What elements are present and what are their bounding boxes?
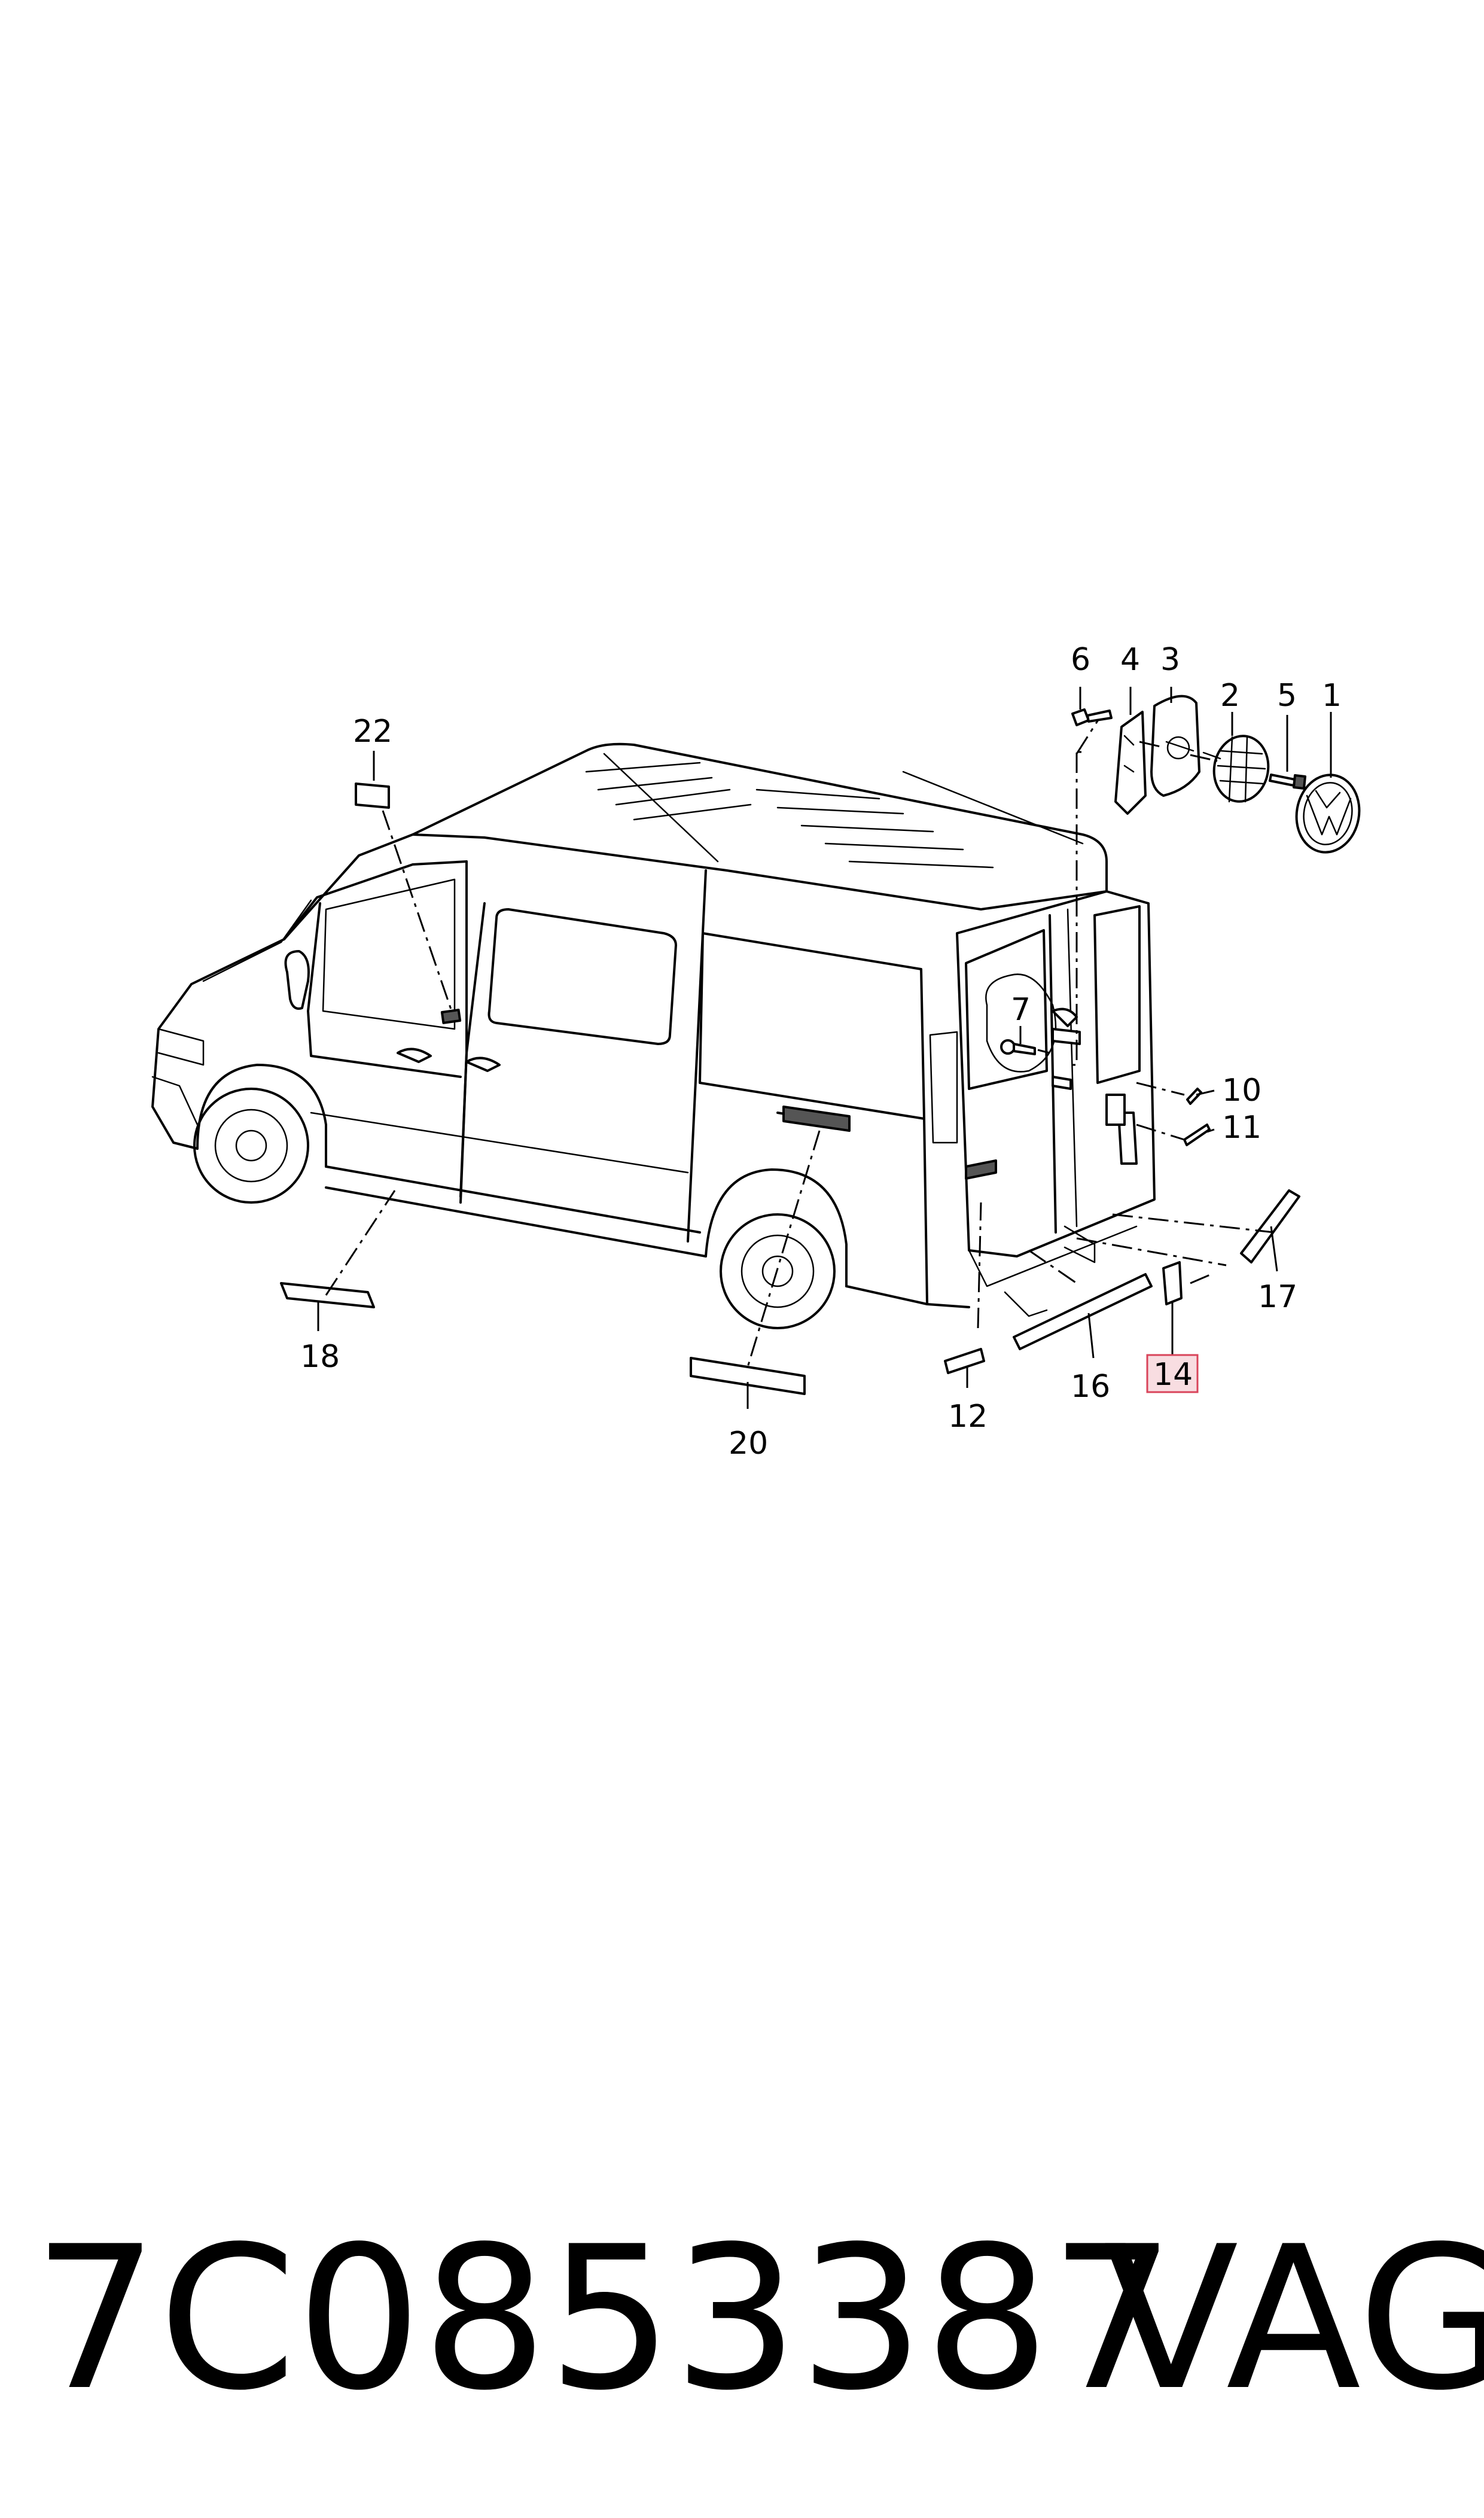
part-10-badge <box>1186 1088 1202 1105</box>
part-14-badge <box>1162 1261 1183 1305</box>
exploded-parts <box>280 695 1361 1395</box>
part-7-bolt <box>1000 1039 1036 1055</box>
callout-5[interactable]: 5 <box>1277 678 1297 714</box>
part-6-bolt <box>1071 708 1113 726</box>
callout-4[interactable]: 4 <box>1120 642 1140 678</box>
callout-18[interactable]: 18 <box>300 1339 340 1375</box>
callout-20[interactable]: 20 <box>729 1426 768 1462</box>
callout-3[interactable]: 3 <box>1160 642 1180 678</box>
part-4-bracket <box>1114 711 1147 815</box>
callout-17[interactable]: 17 <box>1258 1279 1297 1315</box>
highlight-box-14 <box>1146 1354 1199 1393</box>
part-18-strip <box>280 1282 375 1308</box>
callout-7[interactable]: 7 <box>1011 992 1031 1028</box>
brand-name: VAG <box>1104 2204 1484 2434</box>
callout-6[interactable]: 6 <box>1071 642 1090 678</box>
part-1-vw-emblem <box>1295 774 1361 854</box>
part-22-label <box>355 783 390 809</box>
van-drawing <box>151 742 1156 1329</box>
callout-10[interactable]: 10 <box>1222 1073 1261 1109</box>
part-number: 7C0853387 <box>33 2204 1175 2434</box>
callout-2[interactable]: 2 <box>1220 678 1240 714</box>
callout-16[interactable]: 16 <box>1071 1369 1110 1405</box>
part-3-carrier <box>1150 695 1200 797</box>
part-12-badge <box>944 1348 985 1374</box>
part-20-strip <box>690 1357 806 1395</box>
part-17-strip <box>1240 1189 1300 1263</box>
callout-11[interactable]: 11 <box>1222 1110 1261 1146</box>
part-5-screw <box>1269 774 1306 790</box>
footer: 7C0853387 VAG <box>33 2204 1484 2434</box>
leader-lines <box>317 687 1332 1409</box>
callouts: 1 2 3 4 5 6 7 10 11 12 14 16 17 18 20 22 <box>300 642 1342 1462</box>
callout-12[interactable]: 12 <box>948 1399 988 1435</box>
part-2-grille-emblem <box>1202 735 1270 803</box>
callout-22[interactable]: 22 <box>353 714 392 750</box>
part-16-strip <box>1013 1273 1153 1350</box>
callout-14[interactable]: 14 <box>1153 1357 1193 1393</box>
part-11-badge <box>1183 1123 1211 1146</box>
callout-1[interactable]: 1 <box>1322 678 1342 714</box>
